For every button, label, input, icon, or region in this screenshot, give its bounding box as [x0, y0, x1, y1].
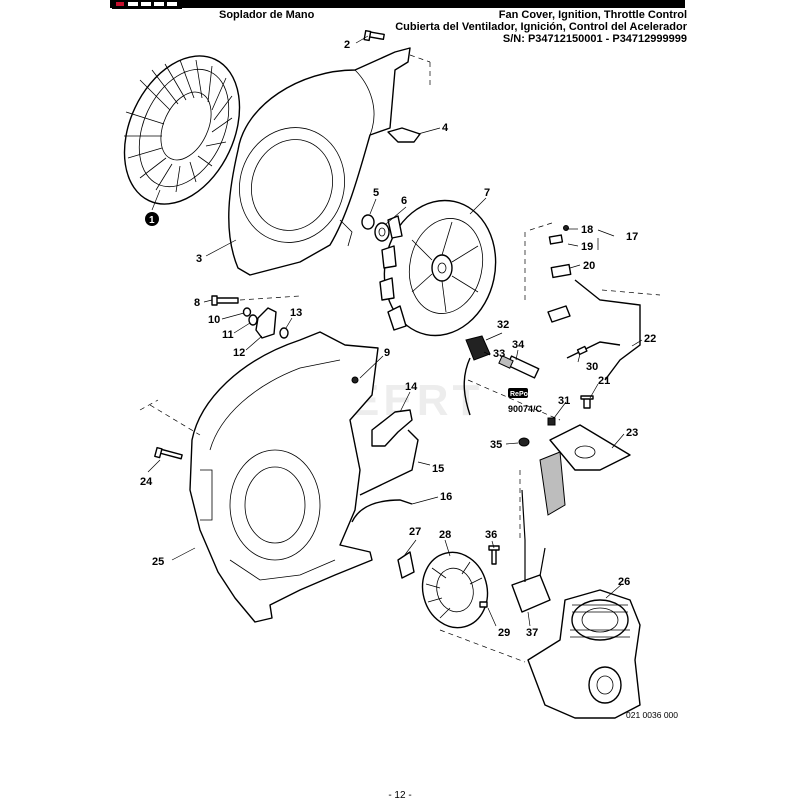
callout-4: 4 — [442, 122, 449, 134]
bracket-12 — [255, 307, 277, 339]
washer-10 — [242, 307, 252, 317]
callout-37: 37 — [526, 627, 538, 639]
callout-28: 28 — [439, 529, 451, 541]
callout-24: 24 — [140, 476, 153, 488]
callout-22: 22 — [644, 333, 656, 345]
section-title-en: Fan Cover, Ignition, Throttle Control — [498, 9, 687, 21]
callout-12: 12 — [233, 347, 245, 359]
callout-6: 6 — [401, 195, 407, 207]
bolt-24 — [154, 446, 183, 460]
leader-lines — [147, 35, 643, 627]
callout-30: 30 — [586, 361, 598, 373]
connector-30 — [566, 341, 621, 359]
callout-8: 8 — [194, 297, 200, 309]
spark-plug — [498, 355, 540, 379]
callout-5: 5 — [373, 187, 379, 199]
callout-labels: 2 3 4 5 6 7 8 9 10 11 12 13 14 15 16 17 … — [140, 39, 656, 639]
fan-housing — [228, 47, 411, 276]
spark-plug-boot — [463, 335, 491, 416]
washer-11 — [248, 314, 258, 326]
callout-16: 16 — [440, 491, 452, 503]
connector-sleeve — [576, 345, 588, 356]
callout-1: 1 — [149, 215, 155, 226]
ground-wire — [574, 279, 641, 381]
drawing-number: 021 0036 000 — [626, 710, 678, 720]
callout-9: 9 — [384, 347, 390, 359]
callout-21: 21 — [598, 375, 610, 387]
callout-20: 20 — [583, 260, 595, 272]
callout-2: 2 — [344, 39, 350, 51]
o-ring-13 — [279, 327, 289, 339]
page-number: - 12 - — [388, 790, 412, 801]
callout-32: 32 — [497, 319, 509, 331]
throttle-rod — [359, 429, 419, 496]
screw-21 — [580, 395, 594, 409]
model-title: Soplador de Mano — [219, 9, 315, 21]
washer-6 — [374, 222, 390, 242]
assembly-lines — [139, 54, 661, 663]
nut-31 — [547, 417, 556, 426]
blower-housing — [189, 331, 379, 623]
callout-18: 18 — [581, 224, 593, 236]
callout-7: 7 — [484, 187, 490, 199]
callout-33: 33 — [493, 348, 505, 360]
flywheel — [421, 551, 489, 629]
ignition-module — [511, 489, 551, 613]
fan-cover-grille — [123, 55, 241, 205]
screw-2 — [363, 30, 385, 42]
clip-4 — [387, 127, 421, 143]
cap-27 — [397, 551, 415, 579]
callout-1-badge — [145, 212, 159, 226]
brand-logo-icon — [112, 0, 182, 9]
section-title-es: Cubierta del Ventilador, Ignición, Contr… — [395, 21, 687, 33]
callout-11: 11 — [222, 329, 234, 341]
callout-36: 36 — [485, 529, 497, 541]
callout-27: 27 — [409, 526, 421, 538]
key-29 — [479, 601, 488, 608]
washer-5 — [361, 214, 375, 230]
spark-plug-label: RePower 90074/C — [508, 388, 543, 414]
callout-14: 14 — [405, 381, 418, 393]
callout-3: 3 — [196, 253, 202, 265]
stop-switch-kit — [548, 225, 572, 279]
serial-range: S/N: P34712150001 - P34712999999 — [502, 33, 687, 45]
callout-25: 25 — [152, 556, 164, 568]
spark-plug-code: 90074/C — [508, 404, 543, 414]
callout-31: 31 — [558, 395, 570, 407]
section-title: Fan Cover, Ignition, Throttle Control Cu… — [395, 9, 687, 45]
heat-shield — [539, 424, 631, 516]
spark-plug-brand: RePower — [510, 391, 540, 398]
callout-15: 15 — [432, 463, 444, 475]
switch-terminal — [547, 305, 571, 323]
callout-34: 34 — [512, 339, 525, 351]
callout-26: 26 — [618, 576, 630, 588]
impeller-fan — [379, 199, 497, 337]
engine-assembly — [527, 589, 641, 719]
bolt-8 — [211, 295, 239, 306]
callout-29: 29 — [498, 627, 510, 639]
callout-13: 13 — [290, 307, 302, 319]
callout-19: 19 — [581, 241, 593, 253]
callout-10: 10 — [208, 314, 220, 326]
callout-17: 17 — [626, 231, 638, 243]
callout-23: 23 — [626, 427, 638, 439]
grommet-35 — [518, 437, 530, 447]
throttle-cable — [351, 499, 413, 523]
throttle-trigger — [371, 409, 413, 447]
screws-36 — [488, 545, 500, 565]
callout-35: 35 — [490, 439, 502, 451]
header-bar — [110, 0, 685, 8]
